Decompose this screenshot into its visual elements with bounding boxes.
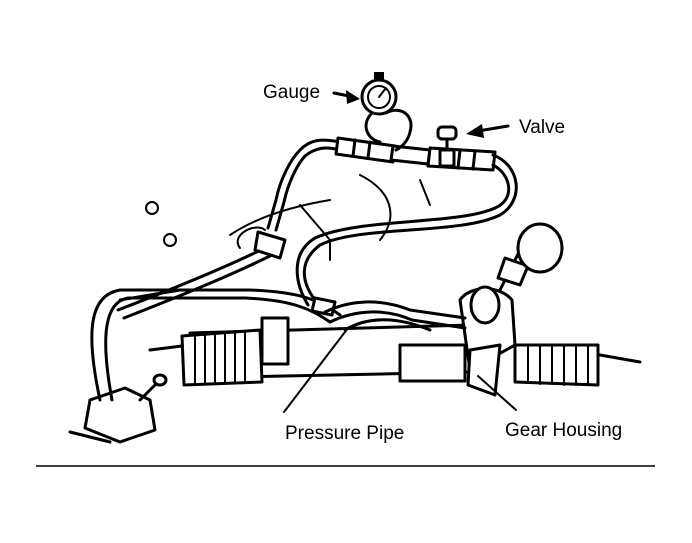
label-arrows — [283, 90, 517, 413]
pressure-gauge — [360, 72, 413, 152]
rack-pressure-pipe — [323, 300, 467, 332]
steering-rack — [148, 316, 642, 387]
power-steering-pump — [68, 373, 168, 444]
gauge-label: Gauge — [263, 82, 320, 103]
gauge-arrow-head — [346, 90, 360, 104]
valve-arrow-head — [466, 124, 484, 138]
rack-mount-bracket — [260, 316, 290, 366]
gauge-manifold — [298, 136, 497, 172]
gear-cylinder — [398, 343, 467, 383]
pump-pressure-hose — [116, 148, 307, 320]
pressure-pipe-label: Pressure Pipe — [285, 423, 404, 444]
right-boot — [513, 343, 600, 387]
valve-label: Valve — [519, 117, 565, 138]
shutoff-valve — [436, 125, 458, 168]
gear-housing-body — [458, 222, 564, 397]
gear-housing-label: Gear Housing — [505, 420, 622, 441]
left-boot — [180, 328, 264, 387]
hose-fitting — [253, 230, 287, 260]
